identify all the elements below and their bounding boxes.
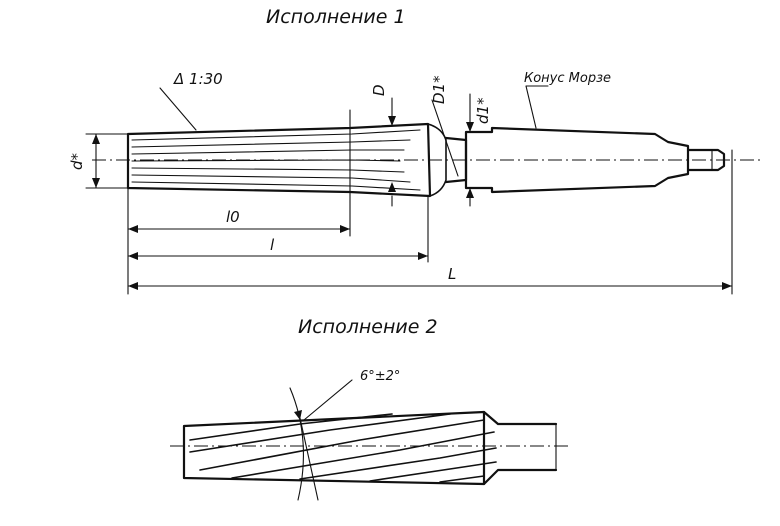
version2-title: Исполнение 2 [298, 316, 438, 338]
version1-dimension-leaders [159, 85, 549, 207]
version1-dim-l0 [127, 225, 351, 233]
version2-spiral-flutes [189, 413, 497, 483]
version1-dim-l [127, 252, 429, 260]
dim-label-d: d* [68, 152, 86, 170]
version1-reamer [92, 122, 760, 198]
morse-taper-label: Конус Морзе [524, 71, 611, 86]
helix-angle-label: 6°±2° [360, 369, 400, 384]
version2-angle-arc [289, 387, 304, 501]
dim-label-L: L [448, 265, 456, 283]
dim-label-D1: D1* [430, 75, 448, 104]
version1-flutes [131, 129, 421, 191]
version1-extension-lines [127, 109, 733, 295]
dim-label-l0: l0 [226, 208, 240, 226]
version1-tang [686, 148, 726, 172]
version1-title: Исполнение 1 [266, 6, 406, 28]
dim-label-l: l [270, 236, 275, 254]
version1-dim-L [127, 282, 733, 290]
version2-shank [482, 410, 558, 486]
dim-label-d1: d1* [474, 97, 492, 124]
version1-morse-shank [464, 126, 690, 194]
taper-label: Δ 1:30 [173, 70, 223, 88]
version2-reamer [170, 379, 572, 501]
version1-front-end [427, 123, 447, 197]
version1-dim-d [85, 133, 129, 189]
version2-angle-leader [303, 379, 353, 421]
dim-label-D: D [370, 84, 388, 96]
